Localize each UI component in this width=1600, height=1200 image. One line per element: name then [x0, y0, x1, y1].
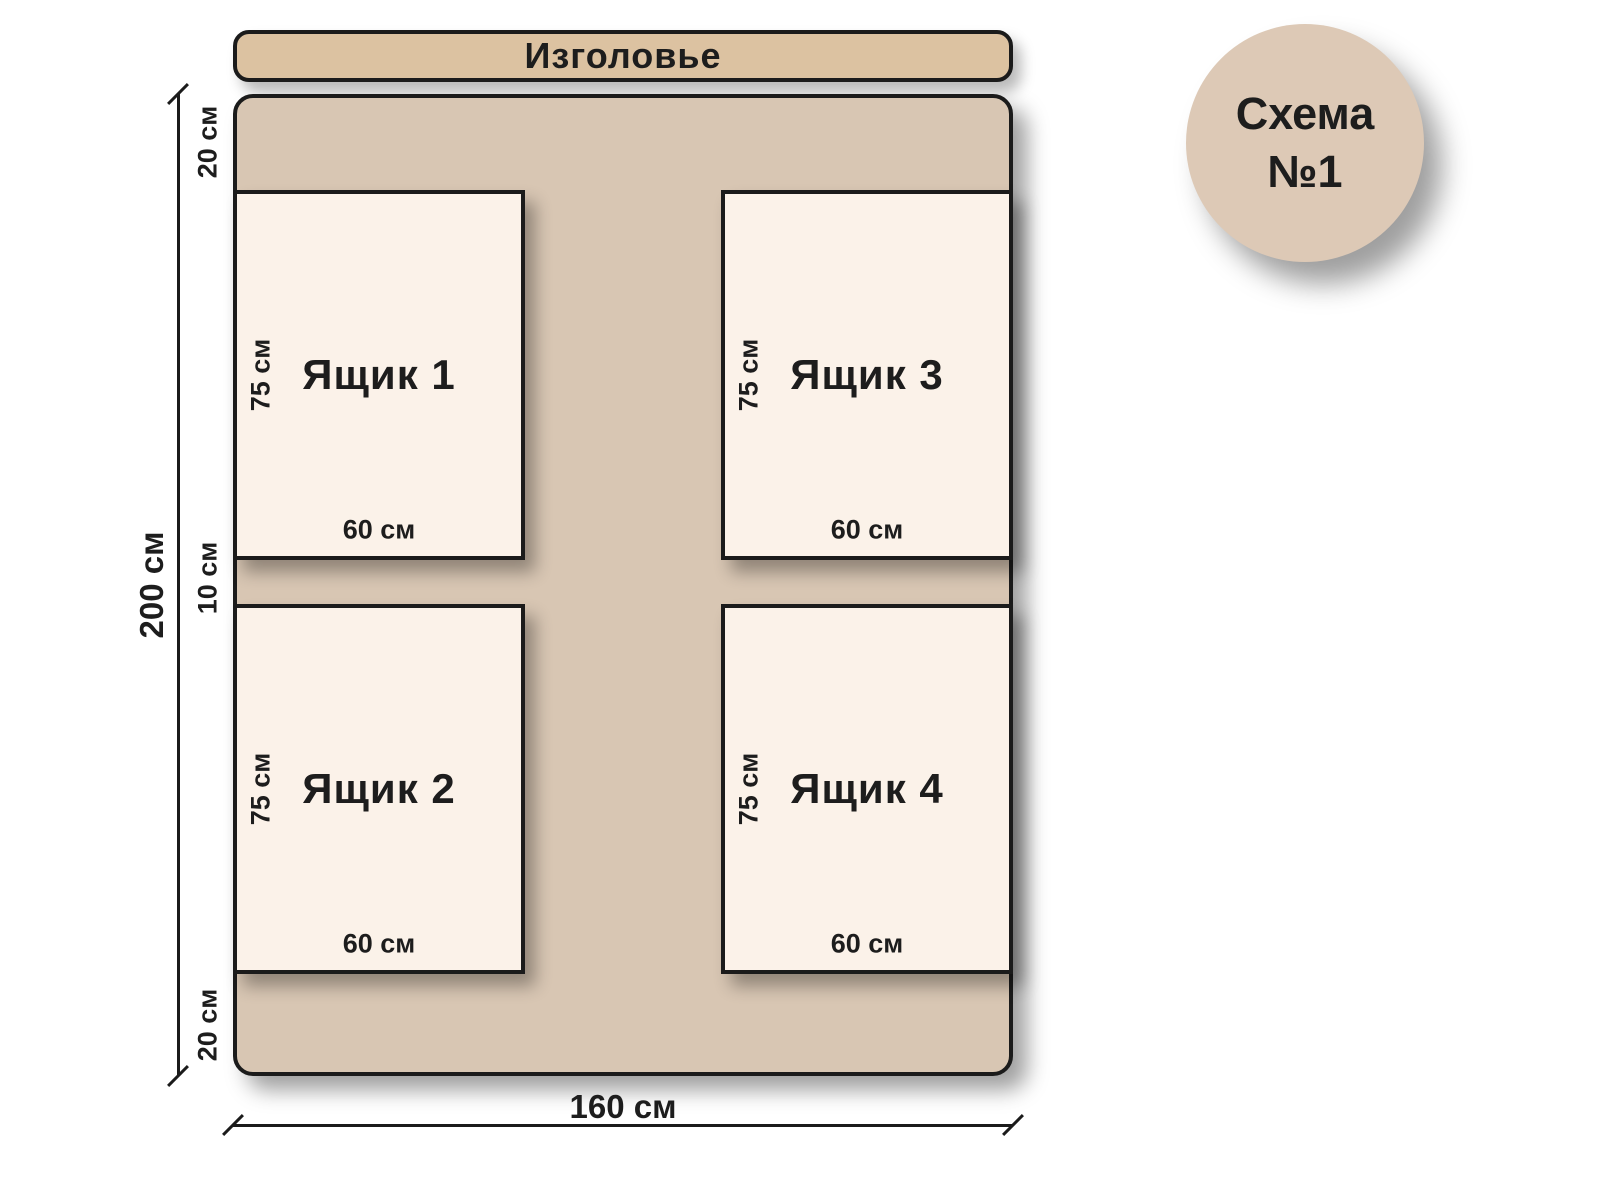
- total-width-label: 160 см: [569, 1088, 677, 1125]
- drawer-2: 75 см Ящик 2 60 см: [233, 604, 525, 974]
- bottom-margin-label: 20 см: [192, 988, 223, 1062]
- drawer-1-width-label: 60 см: [342, 514, 416, 545]
- scheme-badge-line1: Схема: [1235, 87, 1375, 139]
- middle-gap-label: 10 см: [192, 541, 223, 615]
- drawer-3: 75 см Ящик 3 60 см: [721, 190, 1013, 560]
- height-dimension-line: [177, 94, 180, 1076]
- drawer-2-width-label: 60 см: [342, 928, 416, 959]
- scheme-badge: Схема №1: [1186, 24, 1424, 262]
- drawer-2-height-label: 75 см: [245, 752, 276, 826]
- drawer-3-label: Ящик 3: [790, 351, 944, 398]
- total-height-label: 200 см: [133, 531, 170, 639]
- drawer-3-width-label: 60 см: [830, 514, 904, 545]
- drawer-3-height-label: 75 см: [733, 338, 764, 412]
- drawer-4-label: Ящик 4: [790, 765, 944, 812]
- headboard-label: Изголовье: [524, 35, 722, 76]
- drawer-4-width-label: 60 см: [830, 928, 904, 959]
- drawer-1: 75 см Ящик 1 60 см: [233, 190, 525, 560]
- drawer-1-height-label: 75 см: [245, 338, 276, 412]
- drawer-2-label: Ящик 2: [302, 765, 456, 812]
- drawer-4-height-label: 75 см: [733, 752, 764, 826]
- drawer-1-label: Ящик 1: [302, 351, 456, 398]
- top-margin-label: 20 см: [192, 105, 223, 179]
- headboard: Изголовье: [233, 30, 1013, 82]
- drawer-4: 75 см Ящик 4 60 см: [721, 604, 1013, 974]
- scheme-badge-line2: №1: [1267, 146, 1343, 197]
- width-dimension-line: [233, 1124, 1013, 1127]
